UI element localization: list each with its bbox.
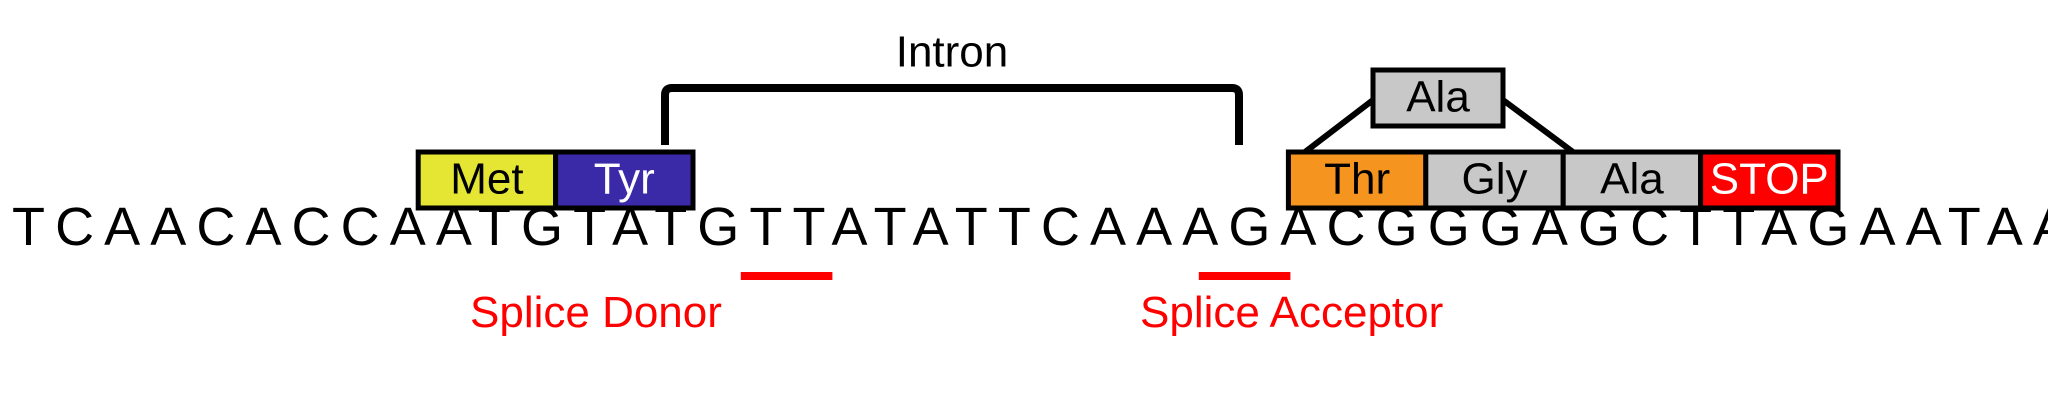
alt-codon-label: Ala [1406, 73, 1470, 122]
dna-sequence: TCAACACCAATGTATGTTATATTCAAAGACGGGAGCTTAG… [12, 197, 2048, 257]
alt-codon-box [1370, 67, 1506, 129]
codon-label-met: Met [450, 155, 523, 204]
codon-box-ala [1560, 149, 1704, 211]
codon-label-stop: STOP [1710, 155, 1829, 204]
codon-box-stop [1698, 149, 1841, 211]
alternative-codon: Ala [1303, 67, 1575, 155]
splice-acceptor-underline [1198, 272, 1291, 280]
splice-acceptor-label: Splice Acceptor [1140, 288, 1443, 337]
intron-bracket [661, 84, 1243, 145]
codon-label-gly: Gly [1462, 155, 1528, 204]
intron-label: Intron [896, 28, 1009, 77]
codon-box-gly [1423, 149, 1566, 211]
alt-connector-left [1303, 97, 1375, 155]
codon-box-met [415, 149, 559, 211]
codon-boxes: Met Tyr Thr Gly Ala STOP [415, 149, 1841, 211]
splice-donor-underline [740, 272, 833, 280]
codon-label-thr: Thr [1324, 155, 1390, 204]
codon-label-tyr: Tyr [594, 155, 655, 204]
codon-label-ala: Ala [1600, 155, 1664, 204]
codon-box-tyr [553, 149, 696, 211]
alt-connector-right [1501, 97, 1575, 155]
splice-donor-label: Splice Donor [470, 288, 722, 337]
